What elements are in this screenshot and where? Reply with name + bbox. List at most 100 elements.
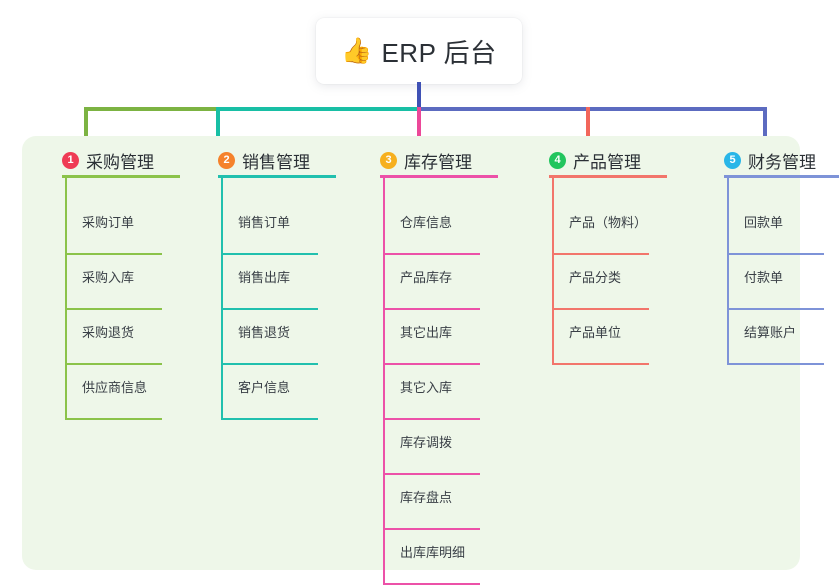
branch-spine	[552, 178, 554, 365]
connector-drop-branch-3	[417, 107, 421, 141]
list-item-label: 回款单	[744, 215, 784, 230]
branch-header-3[interactable]: 3 库存管理	[380, 148, 472, 173]
list-item-underline	[383, 473, 480, 475]
list-item[interactable]: 销售退货	[221, 310, 318, 365]
branch-underline	[724, 175, 839, 178]
list-item[interactable]: 付款单	[727, 255, 824, 310]
list-item-label: 出库库明细	[400, 545, 466, 560]
list-item[interactable]: 出库库明细	[383, 530, 480, 585]
branch-number-badge: 1	[62, 152, 79, 169]
list-item[interactable]: 供应商信息	[65, 365, 162, 420]
connector-bar-middle	[216, 107, 419, 111]
list-item-label: 销售订单	[238, 215, 291, 230]
list-item-label: 销售出库	[238, 270, 291, 285]
list-item-label: 仓库信息	[400, 215, 453, 230]
list-item[interactable]: 仓库信息	[383, 200, 480, 255]
list-item[interactable]: 结算账户	[727, 310, 824, 365]
list-item-label: 付款单	[744, 270, 784, 285]
branch-number-badge: 4	[549, 152, 566, 169]
root-title: ERP 后台	[381, 37, 497, 68]
branch-number-badge: 2	[218, 152, 235, 169]
thumbs-up-icon: 👍	[341, 36, 373, 65]
list-item-underline	[65, 308, 162, 310]
list-item[interactable]: 库存盘点	[383, 475, 480, 530]
list-item-underline	[383, 418, 480, 420]
branch-number-badge: 5	[724, 152, 741, 169]
list-item[interactable]: 采购入库	[65, 255, 162, 310]
branch-title: 产品管理	[573, 153, 641, 172]
list-item-underline	[552, 363, 649, 365]
list-item-underline	[727, 308, 824, 310]
branch-spine	[65, 178, 67, 420]
branch-title: 销售管理	[242, 153, 310, 172]
list-item-label: 销售退货	[238, 325, 291, 340]
list-item-underline	[383, 363, 480, 365]
list-item-underline	[221, 363, 318, 365]
list-item-label: 采购退货	[82, 325, 135, 340]
branch-header-1[interactable]: 1 采购管理	[62, 148, 154, 173]
branch-underline	[380, 175, 498, 178]
list-item-underline	[65, 253, 162, 255]
list-item[interactable]: 其它出库	[383, 310, 480, 365]
branch-underline	[549, 175, 667, 178]
branch-underline	[218, 175, 336, 178]
list-item-label: 产品（物料）	[569, 215, 648, 230]
list-item[interactable]: 产品（物料）	[552, 200, 649, 255]
list-item-label: 产品单位	[569, 325, 622, 340]
branch-spine	[383, 178, 385, 585]
list-item-underline	[383, 583, 480, 585]
list-item[interactable]: 产品分类	[552, 255, 649, 310]
connector-drop-branch-2	[216, 107, 220, 141]
branch-number-badge: 3	[380, 152, 397, 169]
list-item[interactable]: 产品库存	[383, 255, 480, 310]
branch-title: 库存管理	[404, 153, 472, 172]
connector-drop-branch-4	[586, 107, 590, 141]
list-item-label: 采购入库	[82, 270, 135, 285]
list-item[interactable]: 客户信息	[221, 365, 318, 420]
list-item-underline	[727, 363, 824, 365]
list-item-label: 产品库存	[400, 270, 453, 285]
branch-title: 财务管理	[748, 153, 816, 172]
connector-bar-left	[84, 107, 218, 111]
branch-header-4[interactable]: 4 产品管理	[549, 148, 641, 173]
list-item-underline	[383, 253, 480, 255]
list-item[interactable]: 回款单	[727, 200, 824, 255]
branches-panel: 1 采购管理 采购订单 采购入库 采购退货 供应商信息	[22, 136, 839, 585]
list-item-underline	[383, 528, 480, 530]
connector-drop-branch-1	[84, 107, 88, 141]
list-item-underline	[221, 253, 318, 255]
list-item-underline	[65, 418, 162, 420]
branch-spine	[727, 178, 729, 365]
list-item-underline	[65, 363, 162, 365]
list-item-label: 客户信息	[238, 380, 291, 395]
list-item[interactable]: 采购退货	[65, 310, 162, 365]
root-stem-connector	[417, 82, 421, 109]
list-item-underline	[383, 308, 480, 310]
branch-underline	[62, 175, 180, 178]
list-item[interactable]: 其它入库	[383, 365, 480, 420]
connector-bar-right	[417, 107, 767, 111]
list-item-label: 产品分类	[569, 270, 622, 285]
list-item[interactable]: 销售订单	[221, 200, 318, 255]
list-item-underline	[221, 308, 318, 310]
list-item-underline	[552, 253, 649, 255]
list-item[interactable]: 库存调拨	[383, 420, 480, 475]
branch-header-5[interactable]: 5 财务管理	[724, 148, 816, 173]
list-item-label: 供应商信息	[82, 380, 148, 395]
list-item-label: 采购订单	[82, 215, 135, 230]
list-item-label: 结算账户	[744, 325, 797, 340]
list-item[interactable]: 采购订单	[65, 200, 162, 255]
connector-drop-branch-5	[763, 107, 767, 141]
branch-header-2[interactable]: 2 销售管理	[218, 148, 310, 173]
list-item[interactable]: 产品单位	[552, 310, 649, 365]
list-item-label: 其它出库	[400, 325, 453, 340]
list-item-label: 库存调拨	[400, 435, 453, 450]
list-item[interactable]: 销售出库	[221, 255, 318, 310]
list-item-label: 库存盘点	[400, 490, 453, 505]
list-item-underline	[727, 253, 824, 255]
root-node-card[interactable]: 👍 ERP 后台	[316, 18, 522, 84]
branch-spine	[221, 178, 223, 420]
list-item-underline	[221, 418, 318, 420]
list-item-label: 其它入库	[400, 380, 453, 395]
